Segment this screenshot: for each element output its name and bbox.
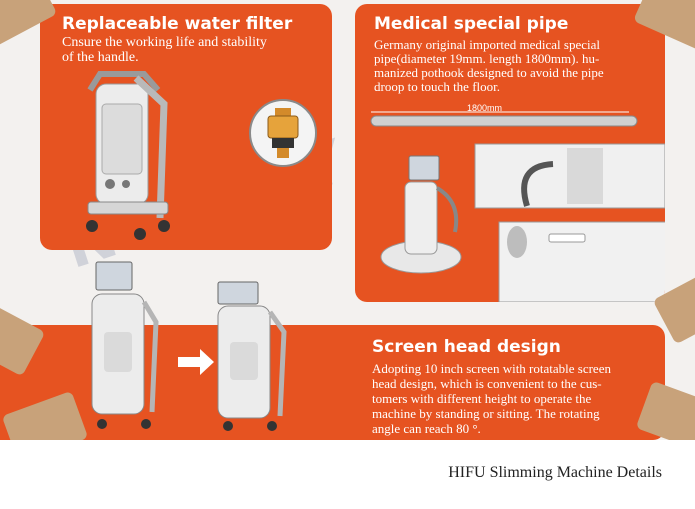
water-filter-image	[249, 99, 317, 167]
image-caption: HIFU Slimming Machine Details	[448, 464, 662, 481]
machine-trolley-image	[86, 71, 170, 240]
medical-pipe-text-line-4: droop to touch the floor.	[374, 79, 501, 94]
product-poster: NUBWAY NUBWAY Replaceable water filter C…	[0, 0, 695, 440]
arrow-icon	[178, 349, 214, 375]
medical-pipe-text-line-1: Germany original imported medical specia…	[374, 37, 600, 52]
medical-pipe-panel: Medical special pipe Germany original im…	[355, 4, 665, 302]
screen-head-title: Screen head design	[372, 337, 561, 357]
machine-screen-down-image	[217, 281, 287, 431]
machine-screen-up-image	[91, 261, 159, 429]
machine-round-base-image	[380, 155, 462, 274]
water-filter-panel: Replaceable water filter Cnsure the work…	[40, 4, 332, 250]
medical-pipe-title: Medical special pipe	[374, 14, 569, 34]
screen-head-text-line-1: Adopting 10 inch screen with rotatable s…	[372, 361, 611, 376]
medical-pipe-text-line-3: manized pothook designed to avoid the pi…	[374, 65, 604, 80]
water-filter-title: Replaceable water filter	[62, 14, 293, 34]
medical-pipe-image	[370, 111, 638, 127]
medical-pipe-text-line-2: pipe(diameter 19mm. length 1800mm). hu-	[374, 51, 600, 66]
pipe-length-label: 1800mm	[467, 103, 503, 113]
screen-head-text-line-2: head design, which is convenient to the …	[372, 376, 602, 391]
screen-head-text-line-4: machine by standing or sitting. The rota…	[372, 406, 600, 421]
screen-head-text-line-5: angle can reach 80 °.	[372, 421, 481, 436]
pothook-detail-image	[498, 221, 665, 302]
water-filter-text-line-2: of the handle.	[62, 50, 139, 65]
screen-head-text-line-3: tomers with different height to operate …	[372, 391, 592, 406]
water-filter-text-line-1: Cnsure the working life and stability	[62, 35, 267, 50]
pipe-holder-detail-image	[474, 143, 665, 209]
